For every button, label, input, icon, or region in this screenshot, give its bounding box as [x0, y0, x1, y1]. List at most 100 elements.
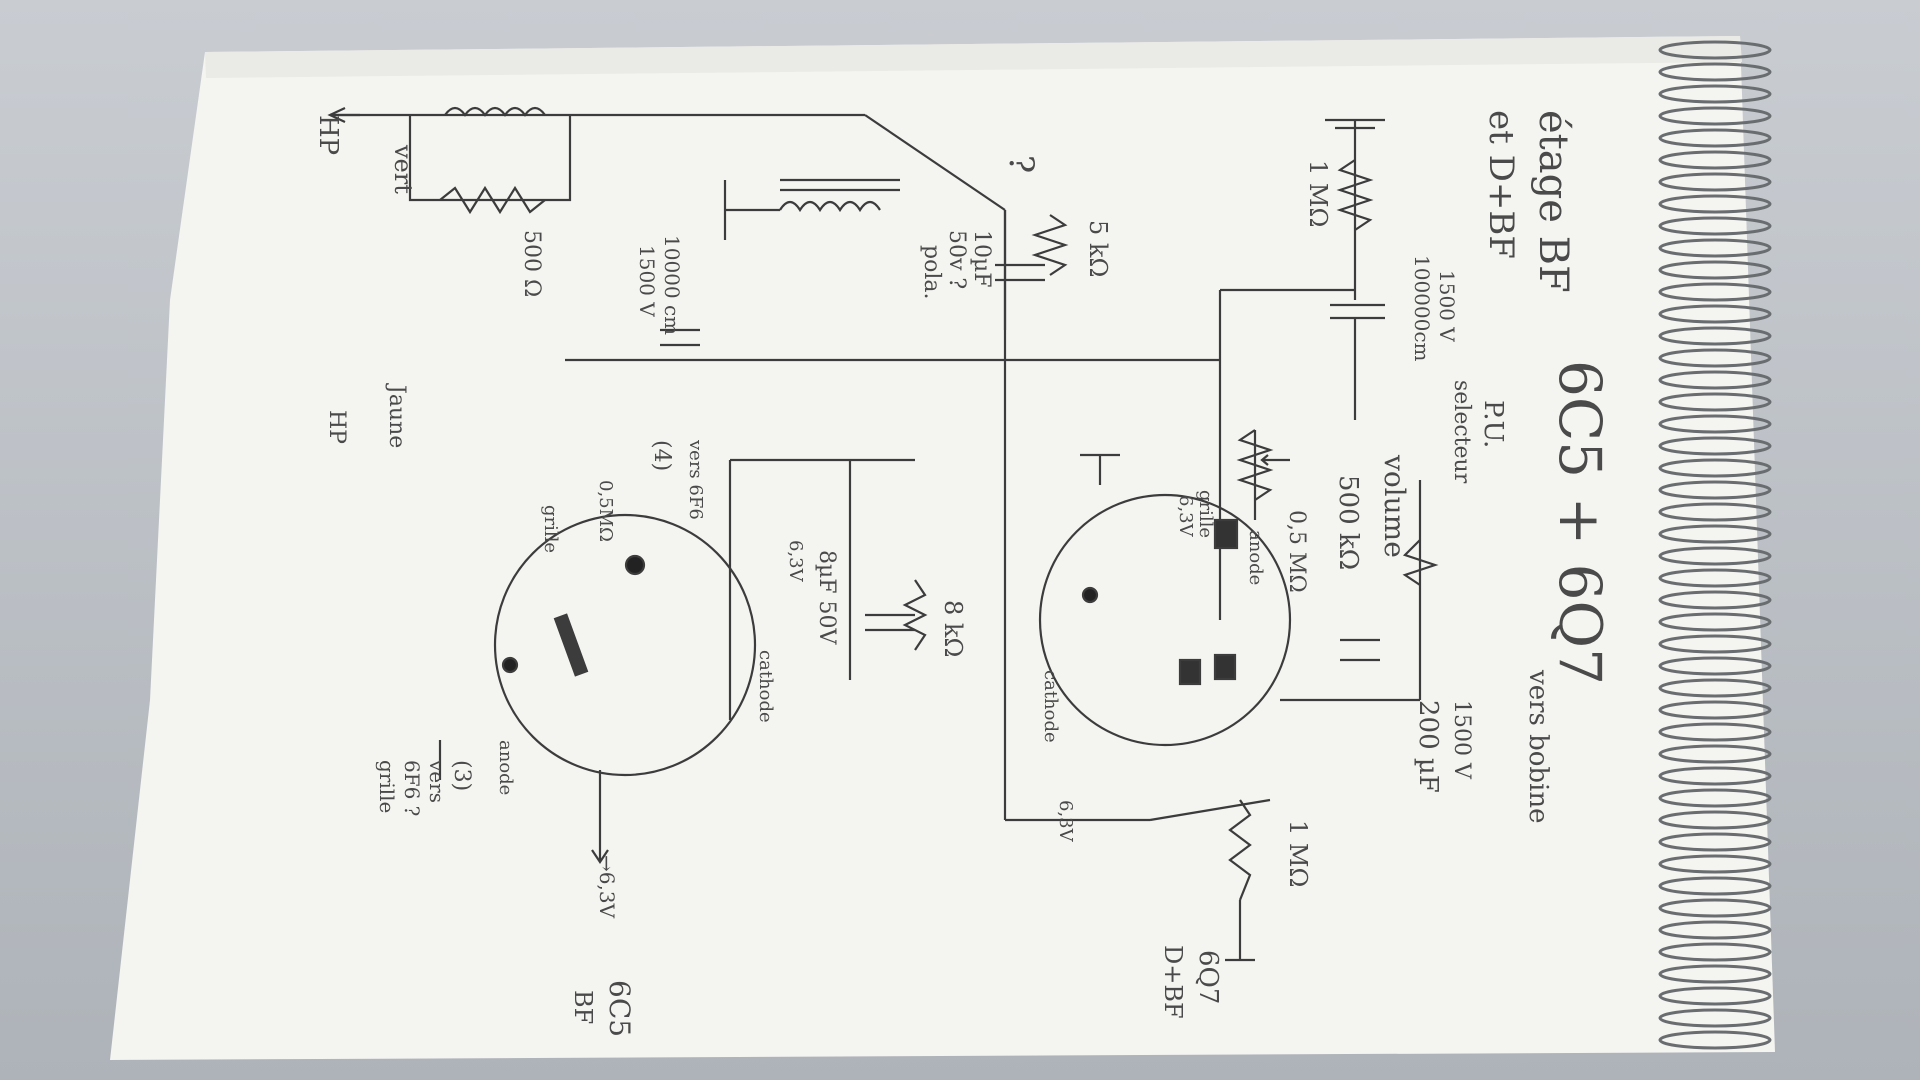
spiral-ring: [1658, 766, 1772, 786]
spiral-ring: [1658, 480, 1772, 500]
label-selecteur: selecteur: [1449, 380, 1474, 484]
label-c-8uf: 8µF 50V: [814, 550, 839, 646]
label-anode-6c5: anode: [495, 740, 516, 795]
spiral-ring: [1658, 524, 1772, 544]
spiral-ring: [1658, 194, 1772, 214]
label-anode-6q7: anode: [1245, 530, 1266, 585]
spiral-ring: [1658, 722, 1772, 742]
spiral-ring: [1658, 590, 1772, 610]
label-c10uf-1: 10µF: [969, 230, 994, 288]
label-63v-4: →6,3V: [595, 855, 619, 919]
spiral-ring: [1658, 62, 1772, 82]
label-r-5k: 5 kΩ: [1084, 220, 1112, 277]
label-cathode-6q7: cathode: [1040, 670, 1061, 743]
spiral-ring: [1658, 546, 1772, 566]
volume-potentiometer: [1236, 429, 1274, 501]
label-r-1m-top: 1 MΩ: [1304, 160, 1332, 227]
label-r-05m: 0,5 MΩ: [1284, 510, 1309, 593]
title-tubes: 6C5 + 6Q7: [1546, 360, 1614, 685]
spiral-ring: [1658, 128, 1772, 148]
resistor-1m: [1336, 159, 1374, 231]
label-jaune: Jaune: [384, 383, 409, 448]
tube-6c5-socket: [493, 513, 757, 777]
spiral-ring: [1658, 414, 1772, 434]
spiral-ring: [1658, 282, 1772, 302]
inductor-filter: [779, 200, 881, 213]
spiral-ring: [1658, 854, 1772, 874]
spiral-ring: [1658, 986, 1772, 1006]
spiral-ring: [1658, 678, 1772, 698]
spiral-ring: [1658, 832, 1772, 852]
label-c200-value: 200 µF: [1413, 700, 1443, 793]
paper-sheet: [110, 36, 1775, 1060]
label-c200-v: 1500 V: [1449, 700, 1474, 780]
label-vers-6f6-3-tube: 6F6 ?: [400, 760, 424, 816]
label-question: ?: [1001, 155, 1041, 173]
label-volume: volume: [1378, 454, 1411, 558]
label-r-500: 500 Ω: [519, 230, 544, 297]
label-vers-6f6-num: (4): [649, 440, 674, 471]
label-c10000-v: 1500 V: [635, 245, 659, 317]
label-63v-3: 6,3V: [1055, 800, 1076, 843]
spiral-ring: [1658, 1008, 1772, 1028]
label-vers-6f6: vers 6F6: [685, 439, 706, 520]
label-c10uf-3: pola.: [919, 245, 944, 299]
label-cathode-6c5: cathode: [755, 650, 776, 723]
spiral-ring: [1658, 634, 1772, 654]
spiral-ring: [1658, 568, 1772, 588]
label-c10uf-2: 50v ?: [944, 230, 969, 289]
spiral-ring: [1658, 1030, 1772, 1050]
spiral-ring: [1658, 216, 1772, 236]
labels: étage BF et D+BF 6C5 + 6Q7 1 MΩ 1500 V 1…: [313, 110, 1614, 1037]
schematic: [327, 106, 1439, 962]
label-63v-2: 6,3V: [785, 540, 806, 583]
spiral-ring: [1658, 370, 1772, 390]
label-r-8k: 8 kΩ: [939, 600, 967, 657]
spiral-ring: [1658, 656, 1772, 676]
spiral-ring: [1658, 84, 1772, 104]
resistor-5k: [1031, 214, 1069, 276]
spiral-ring: [1658, 964, 1772, 984]
spiral-ring: [1658, 304, 1772, 324]
spiral-ring: [1658, 326, 1772, 346]
label-volume-value: 500 kΩ: [1333, 475, 1363, 570]
spiral-ring: [1658, 876, 1772, 896]
label-r-05m-lower: 0,5MΩ: [595, 480, 616, 542]
label-c-coupling-cm: 100000cm: [1410, 255, 1434, 362]
spiral-binding: [1658, 40, 1772, 1050]
spiral-ring: [1658, 260, 1772, 280]
spiral-ring: [1658, 502, 1772, 522]
label-pu: P.U.: [1478, 400, 1508, 448]
label-hp: HP: [313, 115, 343, 155]
spiral-ring: [1658, 150, 1772, 170]
label-6c5: 6C5: [603, 980, 636, 1037]
label-r-1m-right: 1 MΩ: [1284, 820, 1312, 887]
spiral-ring: [1658, 942, 1772, 962]
spiral-ring: [1658, 106, 1772, 126]
resistor-8k: [902, 579, 928, 651]
spiral-ring: [1658, 700, 1772, 720]
tube-6q7-socket: [1038, 493, 1292, 747]
spiral-ring: [1658, 40, 1772, 60]
spiral-ring: [1658, 458, 1772, 478]
spiral-ring: [1658, 612, 1772, 632]
label-grille-6q7: grille: [1195, 490, 1216, 538]
spiral-ring: [1658, 238, 1772, 258]
label-hp-vert: vert: [389, 144, 417, 194]
spiral-ring: [1658, 810, 1772, 830]
label-c10000-cm: 10000 cm: [660, 235, 684, 335]
label-6c5-bf: BF: [569, 990, 597, 1024]
label-grille-6c5: grille: [540, 505, 561, 553]
spiral-ring: [1658, 348, 1772, 368]
title-line2: et D+BF: [1481, 110, 1521, 259]
label-vers-6f6-3: (3): [449, 760, 474, 791]
spiral-ring: [1658, 172, 1772, 192]
spiral-ring: [1658, 436, 1772, 456]
spiral-ring: [1658, 744, 1772, 764]
inductor-hp: [444, 106, 546, 117]
label-c-coupling-v: 1500 V: [1435, 270, 1459, 342]
label-vers-6f6-3-grille: grille: [375, 760, 399, 813]
spiral-ring: [1658, 788, 1772, 808]
